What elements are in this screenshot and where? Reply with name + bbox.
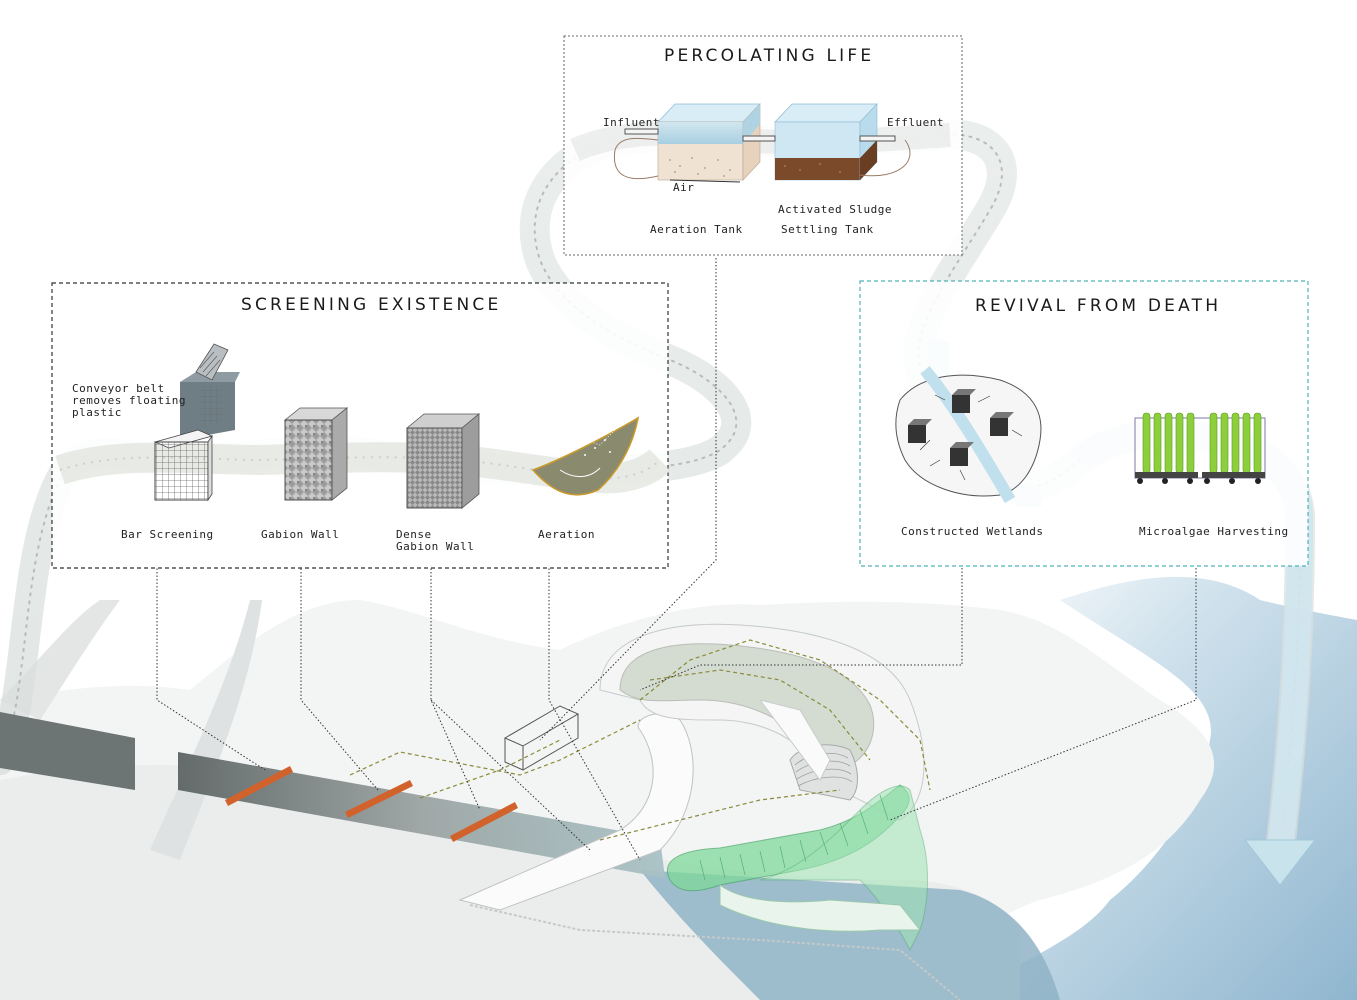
screen-bar-2 — [345, 780, 413, 818]
dense-gabion-label-line1: Dense — [396, 528, 432, 541]
bar-screen-cube — [153, 429, 214, 502]
aeration-basin — [531, 416, 640, 496]
screen-bar-3 — [450, 802, 518, 842]
influent-label: Influent — [603, 116, 660, 129]
gabion-wall-cube — [283, 407, 349, 501]
bar-screening-label: Bar Screening — [121, 528, 214, 541]
wetland-module-1 — [952, 389, 976, 413]
air-label: Air — [673, 181, 695, 194]
aeration-building — [503, 705, 580, 771]
aeration-tank — [657, 103, 761, 181]
microalgae-ramp — [667, 784, 928, 952]
treatment-channel — [0, 712, 665, 878]
screening-existence-box — [51, 282, 669, 569]
aeration-label: Aeration — [538, 528, 595, 541]
wetland-module-3 — [990, 412, 1014, 436]
conveyor-label-line1: Conveyor belt — [72, 382, 165, 395]
leader-lines — [156, 258, 1197, 861]
dense-gabion-label-line2: Gabion Wall — [396, 540, 475, 553]
wetland-module-2 — [908, 419, 932, 443]
constructed-wetlands-island — [895, 366, 1042, 504]
pipes — [613, 128, 911, 183]
microalgae-rack — [1134, 412, 1266, 484]
screen-bar-1 — [225, 766, 293, 806]
settling-tank-label: Settling Tank — [781, 223, 874, 236]
conveyor-label-line2: removes floating — [72, 394, 186, 407]
wetland-module-4 — [950, 442, 974, 466]
percolating-life-title: PERCOLATING LIFE — [664, 46, 875, 66]
dense-gabion-wall-cube — [405, 413, 481, 509]
conveyor-belt — [180, 343, 240, 440]
activated-sludge-label: Activated Sludge — [778, 203, 892, 216]
constructed-wetlands-label: Constructed Wetlands — [901, 525, 1044, 538]
microalgae-harvesting-label: Microalgae Harvesting — [1139, 525, 1289, 538]
revival-from-death-title: REVIVAL FROM DEATH — [975, 296, 1222, 316]
settling-tank — [774, 103, 878, 181]
aeration-tank-label: Aeration Tank — [650, 223, 743, 236]
site-structures — [349, 623, 961, 1000]
effluent-label: Effluent — [887, 116, 944, 129]
screening-existence-title: SCREENING EXISTENCE — [241, 295, 502, 315]
gabion-wall-label: Gabion Wall — [261, 528, 340, 541]
conveyor-label-line3: plastic — [72, 406, 122, 419]
